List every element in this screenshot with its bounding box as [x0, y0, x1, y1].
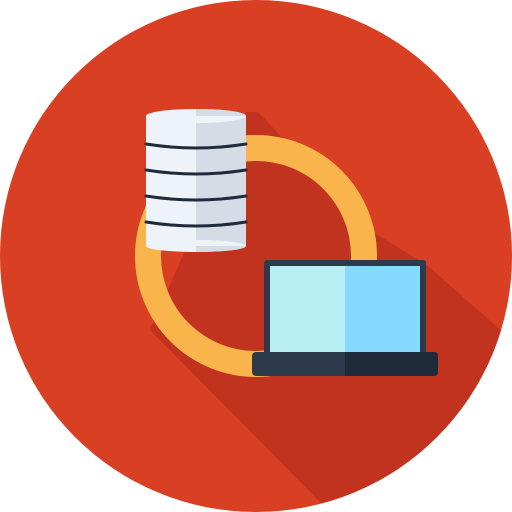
db-line-2 [144, 168, 248, 176]
database-icon [144, 109, 248, 252]
laptop-screen-right [345, 266, 420, 352]
db-line-4 [144, 220, 248, 228]
laptop-screen-left [270, 266, 345, 352]
db-line-1 [144, 142, 248, 150]
laptop-icon [252, 260, 438, 376]
db-line-3 [144, 194, 248, 202]
